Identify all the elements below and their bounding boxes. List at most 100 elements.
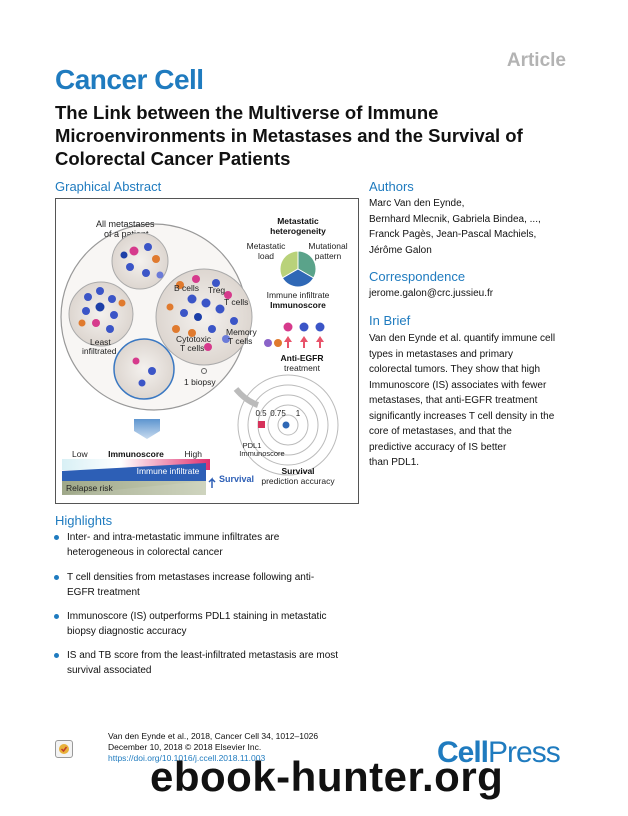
highlight-line: biopsy diagnostic accuracy (67, 626, 187, 637)
label-all-metastases-1: All metastases (96, 219, 155, 229)
immune-infiltrate-wedge (62, 463, 206, 481)
label-b-cells: B cells (174, 283, 199, 293)
label-metastatic-1: Metastatic (277, 216, 319, 226)
correspondence-heading: Correspondence (369, 269, 466, 284)
tick-0-75: 0.75 (270, 409, 286, 418)
metastasis-least-infiltrated (113, 338, 175, 400)
highlight-line: heterogeneous in colorectal cancer (67, 547, 223, 558)
graphical-abstract-heading: Graphical Abstract (55, 179, 162, 194)
highlight-line: EGFR treatment (67, 587, 140, 598)
label-relapse-risk: Relapse risk (66, 483, 114, 493)
label-memory-1: Memory (226, 327, 257, 337)
highlight-item: Immunoscore (IS) outperforms PDL1 staini… (54, 609, 355, 639)
check-for-updates-icon[interactable] (55, 740, 73, 758)
label-survival: Survival (219, 474, 254, 484)
label-memory-2: T cells (228, 336, 252, 346)
watermark: ebook-hunter.org (150, 753, 504, 800)
in-brief-line: core of metastases, and that the (369, 426, 512, 437)
label-one-biopsy: 1 biopsy (184, 377, 216, 387)
label-immunoscore-bar: Immunoscore (108, 449, 164, 459)
label-metastatic-load-2: load (258, 251, 274, 261)
logo-press: Press (488, 736, 561, 769)
label-cytotoxic-1: Cytotoxic (176, 334, 212, 344)
curve-arrow-icon (233, 387, 260, 408)
article-tag: Article (506, 50, 566, 71)
citation-line: Van den Eynde et al., 2018, Cancer Cell … (108, 731, 319, 741)
label-treg: Treg (208, 285, 225, 295)
anti-egfr-cells (264, 322, 325, 348)
correspondence-email[interactable]: jerome.galon@crc.jussieu.fr (369, 288, 494, 299)
graphical-abstract-svg: All metastases of a patient (60, 216, 348, 495)
author-line: Marc Van den Eynde, (369, 198, 465, 209)
article-title: The Link between the Multiverse of Immun… (55, 102, 523, 169)
highlight-line: Inter- and intra-metastatic immune infil… (67, 532, 280, 543)
author-line: Bernhard Mlecnik, Gabriela Bindea, ..., (369, 213, 541, 225)
label-immunoscore: Immunoscore (270, 300, 326, 310)
in-brief-line: colorectal tumors. They show that high (369, 364, 541, 375)
authors-heading: Authors (369, 179, 414, 194)
label-prediction-accuracy: prediction accuracy (261, 476, 335, 486)
relapse-risk-bar (62, 481, 206, 495)
bullet-icon (54, 614, 59, 619)
highlight-item: Inter- and intra-metastatic immune infil… (54, 530, 355, 560)
label-high: High (185, 449, 203, 459)
bullet-icon (54, 653, 59, 658)
in-brief-line: Van den Eynde et al. quantify immune cel… (369, 333, 556, 344)
label-pdl1: PDL1 (243, 441, 262, 450)
highlight-line: survival associated (67, 665, 152, 676)
author-line: Franck Pagès, Jean-Pascal Machiels, (369, 229, 537, 240)
in-brief-heading: In Brief (369, 313, 411, 328)
in-brief-line: significantly increases T cell density i… (369, 410, 555, 422)
tick-1: 1 (296, 409, 301, 418)
in-brief-text: Van den Eynde et al. quantify immune cel… (369, 331, 609, 471)
accuracy-target (237, 374, 339, 476)
logo-cell: Cell (437, 736, 489, 769)
biopsy-marker (201, 368, 207, 374)
label-survival-2: Survival (281, 466, 314, 476)
highlight-line: IS and TB score from the least-infiltrat… (67, 650, 339, 661)
label-least-1: Least (90, 337, 111, 347)
in-brief-line: types in metastases and primary (369, 348, 513, 360)
label-low: Low (72, 449, 88, 459)
tick-0-5: 0.5 (255, 409, 267, 418)
journal-name: Cancer Cell (55, 64, 204, 95)
metastasis-small (111, 232, 169, 290)
label-cytotoxic-2: T cells (180, 343, 204, 353)
immunoscore-gradient-bar (62, 459, 210, 470)
highlights-heading: Highlights (55, 513, 113, 528)
survival-up-arrow-icon (208, 477, 216, 488)
highlight-line: Immunoscore (IS) outperforms PDL1 staini… (67, 611, 327, 622)
label-metastatic-load-1: Metastatic (247, 241, 286, 251)
bullet-icon (54, 535, 59, 540)
highlight-item: IS and TB score from the least-infiltrat… (54, 648, 355, 678)
author-line: Jérôme Galon (369, 244, 432, 256)
label-least-2: infiltrated (82, 346, 117, 356)
label-immunoscore-small: Immunoscore (239, 449, 284, 458)
in-brief-line: predictive accuracy of IS better (369, 441, 507, 453)
in-brief-line: than PDL1. (369, 457, 420, 468)
label-anti-egfr: Anti-EGFR (281, 353, 324, 363)
doi-link[interactable]: https://doi.org/10.1016/j.ccell.2018.11.… (108, 753, 266, 763)
graphical-abstract-figure: All metastases of a patient (55, 198, 359, 504)
bullet-icon (54, 575, 59, 580)
highlight-item: T cell densities from metastases increas… (54, 570, 355, 600)
label-all-metastases-2: of a patient (104, 229, 149, 239)
pdl1-marker (258, 421, 265, 428)
label-immune-infiltrate: Immune infiltrate (267, 290, 330, 300)
in-brief-line: Immunoscore (IS) associates with fewer (369, 379, 547, 391)
copyright-line: December 10, 2018 © 2018 Elsevier Inc. (108, 742, 262, 752)
label-treatment: treatment (284, 363, 321, 373)
citation-footer: Van den Eynde et al., 2018, Cancer Cell … (108, 731, 318, 764)
in-brief-line: metastases, that anti-EGFR treatment (369, 395, 538, 406)
cellpress-logo: CellPress (437, 736, 561, 770)
label-mutational-2: pattern (315, 251, 342, 261)
immunoscore-marker (281, 420, 291, 430)
highlight-line: T cell densities from metastases increas… (67, 572, 315, 583)
label-immune-infiltrate-bar: Immune infiltrate (137, 466, 200, 476)
authors-list: Marc Van den Eynde, Bernhard Mlecnik, Ga… (369, 196, 599, 258)
label-mutational-1: Mutational (308, 241, 347, 251)
label-metastatic-2: heterogeneity (270, 226, 326, 236)
down-arrow-icon (134, 419, 160, 439)
heterogeneity-pie (279, 250, 317, 288)
immune-cells (78, 243, 238, 387)
